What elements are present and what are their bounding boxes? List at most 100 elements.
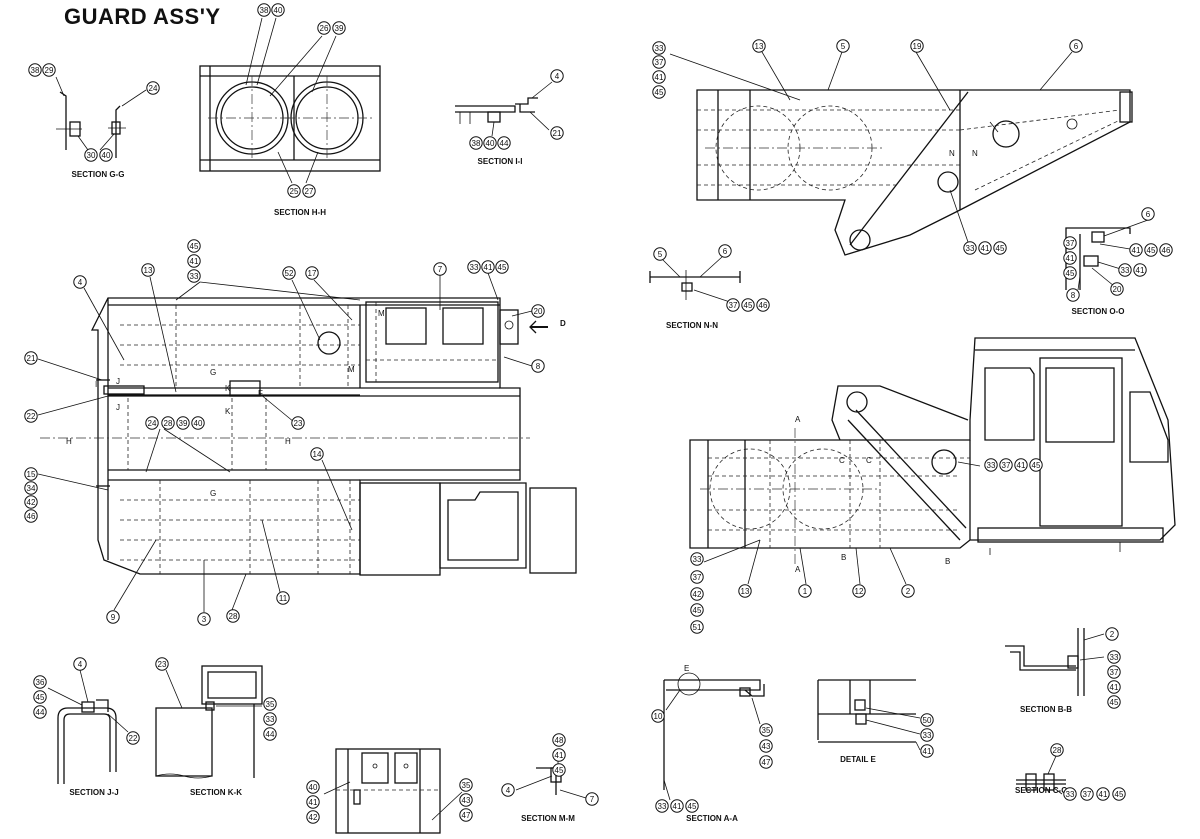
callout-number: 33 [1066, 790, 1075, 799]
callout-bubble: 41 [187, 254, 201, 268]
callout-number: 27 [305, 187, 314, 196]
callout-circle [759, 723, 773, 737]
callout-circle [920, 713, 934, 727]
callout-circle [550, 69, 564, 83]
callout-number: 33 [966, 244, 975, 253]
callout-circle [24, 409, 38, 423]
callout-bubble: 51 [690, 620, 704, 634]
callout-bubble: 45 [33, 690, 47, 704]
callout-circle [652, 70, 666, 84]
callout-bubble: 33 [652, 41, 666, 55]
callout-bubble: 26 [317, 21, 331, 35]
callout-circle [690, 570, 704, 584]
callout-circle [690, 620, 704, 634]
view-letter: K [225, 407, 231, 416]
callout-number: 41 [1136, 266, 1145, 275]
callout-number: 45 [1147, 246, 1156, 255]
callout-circle [1050, 743, 1064, 757]
callout-bubble: 33 [187, 269, 201, 283]
callout-circle [84, 148, 98, 162]
section-label-mm: SECTION M-M [521, 814, 575, 823]
view-letter: G [210, 489, 216, 498]
callout-bubble: 13 [141, 263, 155, 277]
callout-circle [197, 612, 211, 626]
callout-circle [306, 780, 320, 794]
callout-circle [531, 359, 545, 373]
callout-bubble: 41 [1014, 458, 1028, 472]
callout-bubble: 35 [759, 723, 773, 737]
callout-circle [1096, 787, 1110, 801]
callout-bubble: 13 [752, 39, 766, 53]
callout-number: 37 [1083, 790, 1092, 799]
callout-bubble: 9 [106, 610, 120, 624]
callout-bubble: 39 [332, 21, 346, 35]
callout-circle [1014, 458, 1028, 472]
callout-bubble: 47 [759, 755, 773, 769]
callout-circle [24, 509, 38, 523]
callout-circle [332, 21, 346, 35]
callout-number: 41 [1099, 790, 1108, 799]
callout-number: 42 [27, 498, 36, 507]
callout-bubble: 36 [33, 675, 47, 689]
view-letter: J [116, 377, 120, 386]
callout-bubble: 28 [226, 609, 240, 623]
callout-circle [187, 269, 201, 283]
callout-number: 17 [308, 269, 317, 278]
callout-bubble: 19 [910, 39, 924, 53]
callout-circle [910, 39, 924, 53]
callout-bubble: 45 [690, 603, 704, 617]
callout-number: 25 [290, 187, 299, 196]
callout-circle [73, 657, 87, 671]
callout-number: 45 [36, 693, 45, 702]
callout-bubble: 4 [550, 69, 564, 83]
callout-bubble: 38 [469, 136, 483, 150]
callout-circle [495, 260, 509, 274]
callout-bubble: 41 [1133, 263, 1147, 277]
callout-number: 41 [673, 802, 682, 811]
callout-number: 6 [1074, 42, 1079, 51]
callout-number: 35 [762, 726, 771, 735]
section-label-jj: SECTION J-J [69, 788, 118, 797]
callout-circle [1029, 458, 1043, 472]
callout-bubble: 33 [655, 799, 669, 813]
callout-number: 2 [1110, 630, 1115, 639]
callout-bubble: 2 [1105, 627, 1119, 641]
view-letter: M [348, 365, 355, 374]
callout-number: 37 [729, 301, 738, 310]
callout-bubble: 41 [920, 744, 934, 758]
callout-bubble: 37 [1107, 665, 1121, 679]
callout-circle [263, 727, 277, 741]
callout-bubble: 47 [459, 808, 473, 822]
callout-bubble: 38 [28, 63, 42, 77]
callout-bubble: 33 [467, 260, 481, 274]
callout-circle [993, 241, 1007, 255]
callout-circle [99, 148, 113, 162]
view-letter: D [560, 319, 566, 328]
callout-number: 45 [1032, 461, 1041, 470]
callout-bubble: 33 [263, 712, 277, 726]
callout-number: 45 [688, 802, 697, 811]
callout-number: 39 [335, 24, 344, 33]
callout-number: 33 [190, 272, 199, 281]
section-label-gg: SECTION G-G [72, 170, 125, 179]
callout-bubble: 44 [33, 705, 47, 719]
callout-circle [24, 481, 38, 495]
callout-bubble: 40 [271, 3, 285, 17]
callout-number: 28 [164, 419, 173, 428]
callout-bubble: 6 [1069, 39, 1083, 53]
section-label-bb: SECTION B-B [1020, 705, 1072, 714]
callout-circle [718, 244, 732, 258]
callout-number: 38 [31, 66, 40, 75]
callout-circle [459, 793, 473, 807]
callout-bubble: 45 [993, 241, 1007, 255]
callout-circle [282, 266, 296, 280]
callout-number: 43 [762, 742, 771, 751]
callout-circle [585, 792, 599, 806]
callout-bubble: 45 [187, 239, 201, 253]
callout-number: 33 [658, 802, 667, 811]
callout-number: 29 [45, 66, 54, 75]
callout-bubble: 37 [690, 570, 704, 584]
callout-number: 38 [472, 139, 481, 148]
callout-number: 41 [555, 751, 564, 760]
